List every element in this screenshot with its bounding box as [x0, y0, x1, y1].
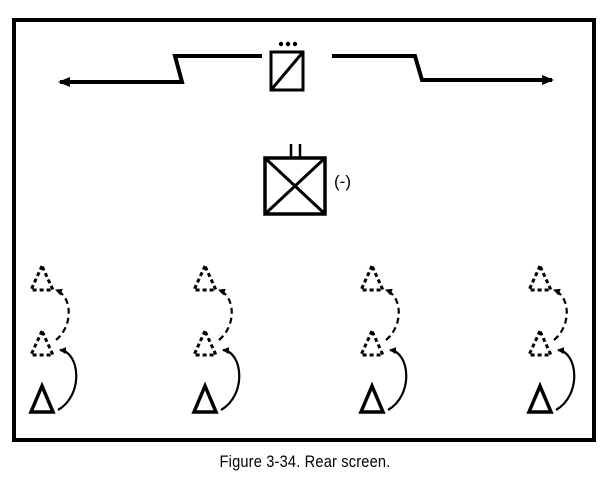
scout-final-position-icon	[191, 262, 219, 292]
unit-strength-label: (-)	[334, 172, 351, 191]
movement-arrow-solid	[387, 347, 408, 411]
main-unit-icon	[263, 144, 327, 216]
movement-arrow-solid	[555, 347, 576, 411]
scout-final-position-icon	[28, 262, 56, 292]
scout-column-4	[526, 262, 576, 414]
scout-intermediate-position-icon	[28, 327, 56, 357]
scout-columns	[28, 262, 576, 414]
scout-intermediate-position-icon	[358, 327, 386, 357]
scout-start-position-icon	[28, 381, 56, 414]
scout-start-position-icon	[526, 381, 554, 414]
movement-arrow-dashed	[55, 288, 70, 341]
scout-column-1	[28, 262, 78, 414]
scout-column-3	[358, 262, 408, 414]
movement-arrow-solid	[220, 347, 241, 411]
scout-final-position-icon	[358, 262, 386, 292]
right-screen-line	[332, 54, 554, 85]
movement-arrow-dashed	[553, 288, 568, 341]
left-screen-line	[58, 54, 262, 87]
movement-arrow-solid	[57, 347, 78, 411]
scout-intermediate-position-icon	[191, 327, 219, 357]
scout-intermediate-position-icon	[526, 327, 554, 357]
movement-arrow-dashed	[385, 288, 400, 341]
scout-start-position-icon	[358, 381, 386, 414]
scout-column-2	[191, 262, 241, 414]
movement-arrow-dashed	[218, 288, 233, 341]
diagram-border	[12, 18, 596, 442]
scout-start-position-icon	[191, 381, 219, 414]
figure-caption: Figure 3-34. Rear screen.	[219, 452, 391, 471]
scout-final-position-icon	[526, 262, 554, 292]
headquarters-unit-icon	[269, 41, 305, 92]
